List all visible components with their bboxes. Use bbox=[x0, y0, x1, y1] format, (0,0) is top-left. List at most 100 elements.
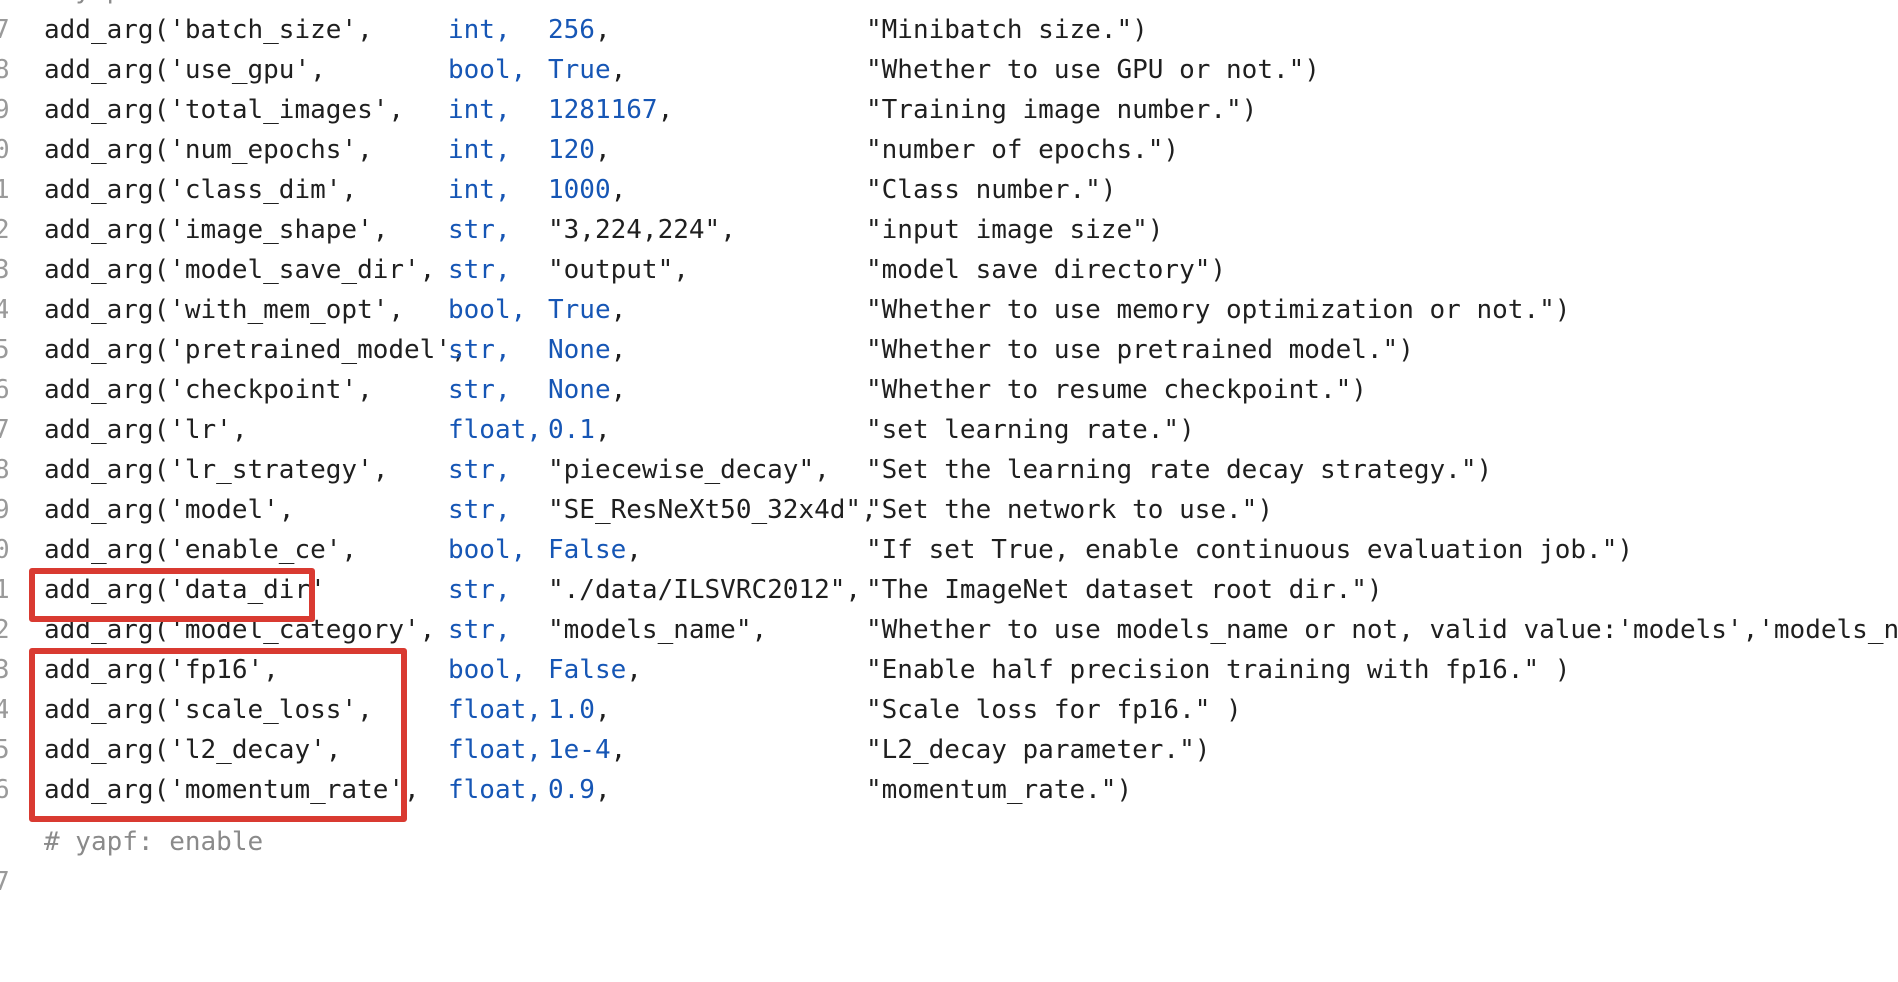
arg-type: bool, bbox=[448, 55, 527, 85]
arg-default-comma: , bbox=[610, 735, 627, 765]
code-line-top-partial: # yapf: disable bbox=[0, 0, 1898, 10]
arg-default-comma: , bbox=[610, 335, 627, 365]
arg-help: "model save directory") bbox=[866, 255, 1227, 285]
arg-default: 0.9, bbox=[548, 770, 611, 810]
arg-call: add_arg('total_images', bbox=[44, 95, 405, 125]
arg-call: add_arg('pretrained_model', bbox=[44, 335, 467, 365]
arg-help: "Scale loss for fp16." ) bbox=[866, 695, 1242, 725]
arg-default-value: None bbox=[548, 375, 611, 405]
arg-default-comma: , bbox=[751, 615, 768, 645]
arg-call: add_arg('num_epochs', bbox=[44, 135, 373, 165]
arg-help: "Minibatch size.") bbox=[866, 15, 1148, 45]
highlight-box-fp16-group bbox=[29, 648, 407, 822]
arg-default-value: "piecewise_decay" bbox=[548, 455, 815, 485]
arg-default: 256, bbox=[548, 10, 611, 50]
line-number: 3 bbox=[0, 655, 8, 685]
arg-default-value: "3,224,224" bbox=[548, 215, 721, 245]
arg-help: "Training image number.") bbox=[866, 95, 1258, 125]
arg-default: True, bbox=[548, 50, 626, 90]
arg-call: add_arg('lr', bbox=[44, 415, 248, 445]
arg-type: bool, bbox=[448, 295, 527, 325]
arg-call: add_arg('batch_size', bbox=[44, 15, 373, 45]
arg-default-value: False bbox=[548, 535, 627, 565]
code-editor[interactable]: # yapf: disable 7add_arg('batch_size',in… bbox=[0, 0, 1898, 897]
line-number: 8 bbox=[0, 455, 8, 485]
arg-call: add_arg('fp16', bbox=[44, 655, 279, 685]
line-number: 2 bbox=[0, 615, 8, 645]
arg-default: 1000, bbox=[548, 170, 626, 210]
arg-call: add_arg('enable_ce', bbox=[44, 535, 358, 565]
arg-default-comma: , bbox=[594, 695, 611, 725]
arg-call: add_arg('data_dir' bbox=[44, 575, 326, 605]
arg-call: add_arg('model', bbox=[44, 495, 295, 525]
arg-default-value: 1281167 bbox=[548, 95, 658, 125]
arg-help: "momentum_rate.") bbox=[866, 775, 1133, 805]
arg-help: "Class number.") bbox=[866, 175, 1117, 205]
line-number: 0 bbox=[0, 135, 8, 165]
arg-default: "models_name", bbox=[548, 610, 767, 650]
arg-default-value: "./data/ILSVRC2012" bbox=[548, 575, 846, 605]
arg-type: str, bbox=[448, 455, 511, 485]
arg-type: int, bbox=[448, 175, 511, 205]
line-number: 2 bbox=[0, 215, 8, 245]
line-number: 0 bbox=[0, 535, 8, 565]
arg-type: bool, bbox=[448, 535, 527, 565]
arg-default-comma: , bbox=[657, 95, 674, 125]
arg-default-comma: , bbox=[610, 375, 627, 405]
line-number: 4 bbox=[0, 295, 8, 325]
arg-type: int, bbox=[448, 15, 511, 45]
yapf-disable-comment: # yapf: disable bbox=[44, 0, 279, 10]
arg-default-comma: , bbox=[861, 495, 877, 525]
arg-default: None, bbox=[548, 330, 626, 370]
arg-default-comma: , bbox=[845, 575, 862, 605]
arg-help: "If set True, enable continuous evaluati… bbox=[866, 535, 1634, 565]
arg-help: "Set the network to use.") bbox=[866, 495, 1273, 525]
arg-default: 1.0, bbox=[548, 690, 611, 730]
arg-default: None, bbox=[548, 370, 626, 410]
arg-default: "piecewise_decay", bbox=[548, 450, 830, 490]
arg-default-comma: , bbox=[720, 215, 736, 245]
line-number: 1 bbox=[0, 175, 8, 205]
arg-default-value: None bbox=[548, 335, 611, 365]
arg-type: str, bbox=[448, 335, 511, 365]
arg-default-value: 1.0 bbox=[548, 695, 595, 725]
arg-help: "Whether to use pretrained model.") bbox=[866, 335, 1414, 365]
arg-help: "Set the learning rate decay strategy.") bbox=[866, 455, 1493, 485]
line-number: 7 bbox=[0, 415, 8, 445]
arg-call: add_arg('use_gpu', bbox=[44, 55, 326, 85]
arg-call: add_arg('lr_strategy', bbox=[44, 455, 389, 485]
line-number: 6 bbox=[0, 375, 8, 405]
arg-help: "Whether to resume checkpoint.") bbox=[866, 375, 1367, 405]
arg-default-value: "output" bbox=[548, 255, 674, 285]
arg-default: 120, bbox=[548, 130, 611, 170]
line-number: 6 bbox=[0, 775, 8, 805]
arg-call: add_arg('model_save_dir', bbox=[44, 255, 436, 285]
arg-help: "Whether to use models_name or not, vali… bbox=[866, 615, 1898, 645]
arg-type: float, bbox=[448, 415, 542, 445]
arg-call: add_arg('l2_decay', bbox=[44, 735, 342, 765]
line-number: 5 bbox=[0, 335, 8, 365]
arg-default-value: True bbox=[548, 295, 611, 325]
arg-type: float, bbox=[448, 775, 542, 805]
arg-type: str, bbox=[448, 255, 511, 285]
code-line: 8 add_arg('lr_strategy', str, "piecewise_de… bbox=[0, 450, 1898, 490]
arg-default: False, bbox=[548, 650, 642, 690]
code-line-footer: 7 # yapf: enable bbox=[0, 822, 1898, 897]
arg-default-value: 256 bbox=[548, 15, 595, 45]
line-number: 7 bbox=[0, 867, 8, 897]
arg-default-value: True bbox=[548, 55, 611, 85]
arg-default-comma: , bbox=[594, 775, 611, 805]
arg-call: add_arg('checkpoint', bbox=[44, 375, 373, 405]
arg-default-comma: , bbox=[594, 15, 611, 45]
arg-default: "SE_ResNeXt50_32x4d", bbox=[548, 490, 877, 530]
